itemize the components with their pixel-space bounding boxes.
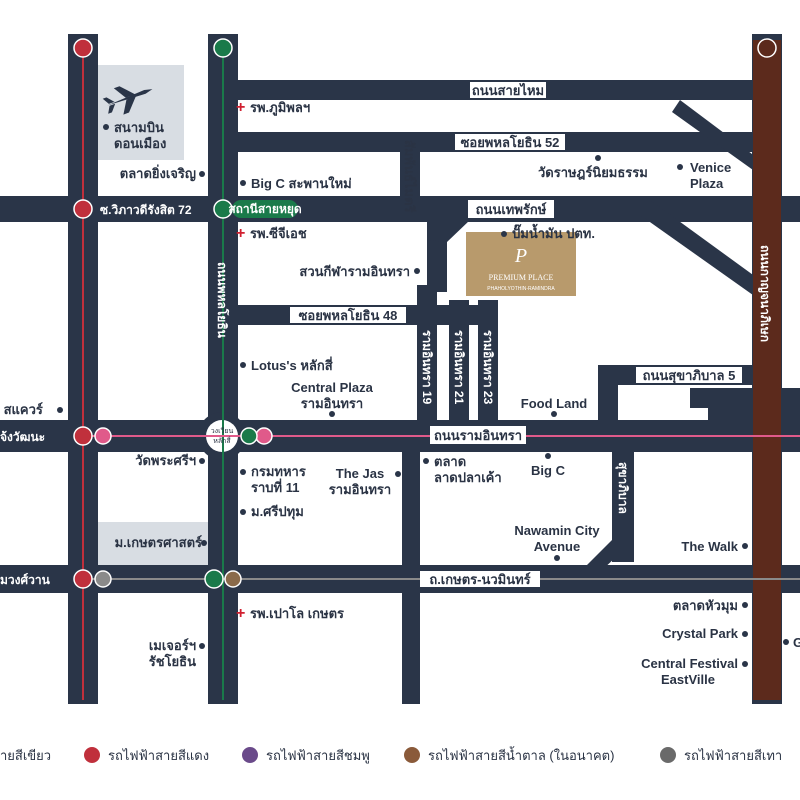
road-label-ram21: รามอินทรา 21 [452, 330, 466, 405]
label-nawamin-2: Avenue [534, 539, 580, 554]
label-cf-2: EastVille [661, 672, 715, 687]
road-ram19 [417, 285, 437, 425]
station-sai-yud-badge: สถานีสายหยุด [213, 199, 302, 219]
legend-label-gray: รถไฟฟ้าสายสีเทา [684, 748, 782, 763]
label-thejas-1: The Jas [336, 466, 384, 481]
label-wat-rat: วัดราษฎร์นิยมธรรม [538, 165, 648, 181]
label-nawamin-1: Nawamin City [514, 523, 600, 538]
label-park: สวนกีฬารามอินทรา [299, 264, 410, 279]
label-foodland: Food Land [521, 396, 587, 411]
pink-line-icon [242, 747, 258, 763]
red-line-station-icon [73, 38, 93, 589]
label-bigc: Big C [531, 463, 566, 478]
label-thewalk: The Walk [681, 539, 738, 554]
hospital-cross-icon: + [236, 605, 245, 622]
road-label-sukhaphiban-v: สุขาภิบาล [615, 462, 630, 514]
label-cf-1: Central Festival [641, 656, 738, 671]
label-central-2: รามอินทรา [301, 396, 363, 411]
label-hosp-cgh: รพ.ซีจีเอช [250, 226, 307, 241]
road-label-left1: ี่ สแควร์ [0, 400, 43, 417]
road-label-left3: มวงศ์วาน [0, 573, 51, 587]
road-diagonal-ram19 [427, 210, 470, 242]
road-ram21 [449, 300, 469, 425]
brown-line-station-icon [757, 38, 777, 58]
roundabout-station-icon [240, 427, 258, 445]
label-major-2: รัชโยธิน [149, 653, 196, 669]
premium-place-sub: PHAHOLYOTHIN-RAMINDRA [487, 286, 555, 292]
legend-label-brown: รถไฟฟ้าสายสีน้ำตาล (ในอนาคต) [428, 746, 614, 763]
road-labels: ถนนสายไหม ซอยพหลโยธิน 52 ถนนเทพรักษ์ ซอย… [0, 82, 772, 587]
label-market-1: ตลาด [434, 454, 466, 469]
legend-label-green: ายสีเขียว [0, 748, 51, 763]
label-market-yingcharoen: ตลาดยิ่งเจริญ [120, 164, 196, 182]
road-diagonal-right2 [672, 100, 760, 175]
airplane-icon [102, 86, 153, 115]
road-sapanmai [400, 132, 420, 212]
road-diagonal-sukh [580, 540, 634, 572]
hospital-cross-icon: + [236, 99, 245, 116]
label-ptt: ปั๊มน้ำมัน ปตท. [512, 223, 595, 241]
legend-label-pink: รถไฟฟ้าสายสีชมพู [266, 748, 370, 764]
road-ram23 [478, 300, 498, 425]
label-army-1: กรมทหาร [251, 464, 306, 479]
road-label-left2: จ้งวัฒนะ [0, 430, 45, 444]
label-hosp-bhumibol: รพ.ภูมิพลฯ [250, 100, 310, 116]
road-label-sai-mai: ถนนสายไหม [472, 82, 544, 98]
label-bigc-saphanmai: Big C สะพานใหม่ [251, 175, 352, 191]
hospital-cross-icon: + [236, 225, 245, 242]
label-wongwian-2: หลักสี่ [213, 436, 231, 445]
road-sukhaphiban-v [598, 365, 618, 425]
premium-place-marker[interactable]: P PREMIUM PLACE PHAHOLYOTHIN-RAMINDRA [466, 232, 576, 296]
label-airport-1: สนามบิน [114, 120, 164, 135]
road-label-phahonyothin: ถนนพหลโยธิน [215, 262, 230, 339]
label-crystal: Crystal Park [662, 626, 739, 641]
airport-area [98, 65, 184, 160]
label-venice-1: Venice [690, 160, 731, 175]
premium-place-name: PREMIUM PLACE [489, 273, 554, 282]
road-label-sapanmai: สัมพันธ์ไมตรี [402, 140, 418, 212]
road-label-thepharak: ถนนเทพรักษ์ [476, 202, 547, 217]
legend-label-red: รถไฟฟ้าสายสีแดง [108, 748, 209, 763]
premium-logo-icon: P [514, 245, 527, 267]
label-venice-2: Plaza [690, 176, 724, 191]
road-label-kanchanaphisek: ถนนกาญจนาภิเษก [758, 245, 772, 342]
station-sai-yud-label: สถานีสายหยุด [228, 202, 302, 217]
gray-line-icon [660, 747, 676, 763]
road-diagonal-right [640, 200, 760, 300]
place-labels: สนามบิน ดอนเมือง + รพ.ภูมิพลฯ ตลาดยิ่งเจ… [103, 99, 800, 687]
label-sripatum: ม.ศรีปทุม [251, 504, 304, 520]
label-hosp-paolo: รพ.เปาโล เกษตร [250, 605, 344, 621]
kasetsart-area [98, 522, 210, 566]
label-thejas-2: รามอินทรา [329, 482, 391, 497]
label-kiosk-g: G [793, 635, 800, 650]
red-line-icon [84, 747, 100, 763]
road-label-sukhaphiban5: ถนนสุขาภิบาล 5 [643, 368, 736, 384]
road-ladprao-v [612, 452, 634, 562]
road-label-ram-inthra: ถนนรามอินทรา [434, 428, 522, 443]
label-market-2: ลาดปลาเค้า [434, 470, 502, 485]
label-wat-phrasri: วัดพระศรีฯ [135, 453, 196, 468]
label-lotus: Lotus's หลักสี่ [251, 356, 333, 373]
road-label-ram23: รามอินทรา 23 [481, 330, 495, 405]
road-label-ram19: รามอินทรา 19 [420, 330, 434, 405]
pink-line-station-icon [94, 427, 273, 445]
green-line-station-icon [204, 38, 233, 589]
label-central-1: Central Plaza [291, 380, 373, 395]
label-major-1: เมเจอร์ฯ [149, 638, 196, 653]
road-label-vibhavadi72: ซ.วิภาวดีรังสิต 72 [100, 203, 192, 217]
brown-line-icon [404, 747, 420, 763]
label-airport-2: ดอนเมือง [114, 136, 166, 151]
road-label-phahon-52: ซอยพหลโยธิน 52 [461, 134, 560, 150]
label-army-2: ราบที่ 11 [251, 478, 299, 495]
gray-line-station-icon [94, 570, 242, 588]
road-label-kaset-nawamin: ถ.เกษตร-นวมินทร์ [429, 572, 530, 587]
label-wongwian-1: วงเวียน [211, 427, 234, 435]
legend: ายสีเขียว รถไฟฟ้าสายสีแดง รถไฟฟ้าสายสีชม… [0, 746, 782, 764]
label-market-huamum: ตลาดหัวมุม [673, 598, 738, 614]
label-kasetsart: ม.เกษตรศาสตร์ [115, 535, 202, 550]
road-label-phahon-48: ซอยพหลโยธิน 48 [299, 307, 398, 323]
